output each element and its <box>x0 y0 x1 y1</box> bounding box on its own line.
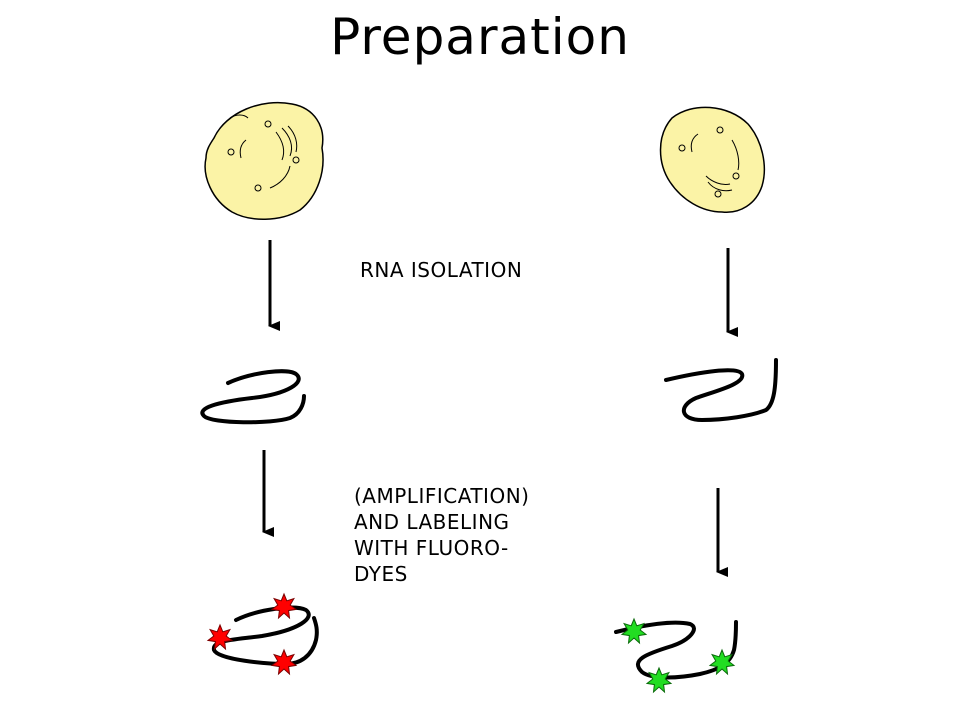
amplification-line-2: AND LABELING <box>354 510 510 534</box>
amplification-labeling-label: (AMPLIFICATION) AND LABELING WITH FLUORO… <box>354 483 604 587</box>
green-label-star <box>645 666 673 694</box>
page-title: Preparation <box>330 8 630 66</box>
green-label-star <box>620 617 648 645</box>
green-label-star <box>708 648 736 676</box>
left-cell-icon <box>204 101 324 220</box>
amplification-line-4: DYES <box>354 562 408 586</box>
left-rna-strand <box>200 369 306 425</box>
rna-isolation-label: RNA ISOLATION <box>360 258 523 282</box>
right-labeled-strand <box>614 620 738 680</box>
red-label-star <box>270 592 298 620</box>
amplification-line-1: (AMPLIFICATION) <box>354 484 530 508</box>
right-cell-icon <box>659 106 766 213</box>
amplification-line-3: WITH FLUORO- <box>354 536 509 560</box>
red-label-star <box>206 623 234 651</box>
right-rna-strand <box>664 358 778 422</box>
left-labeled-strand <box>212 605 319 666</box>
red-label-star <box>270 648 298 676</box>
